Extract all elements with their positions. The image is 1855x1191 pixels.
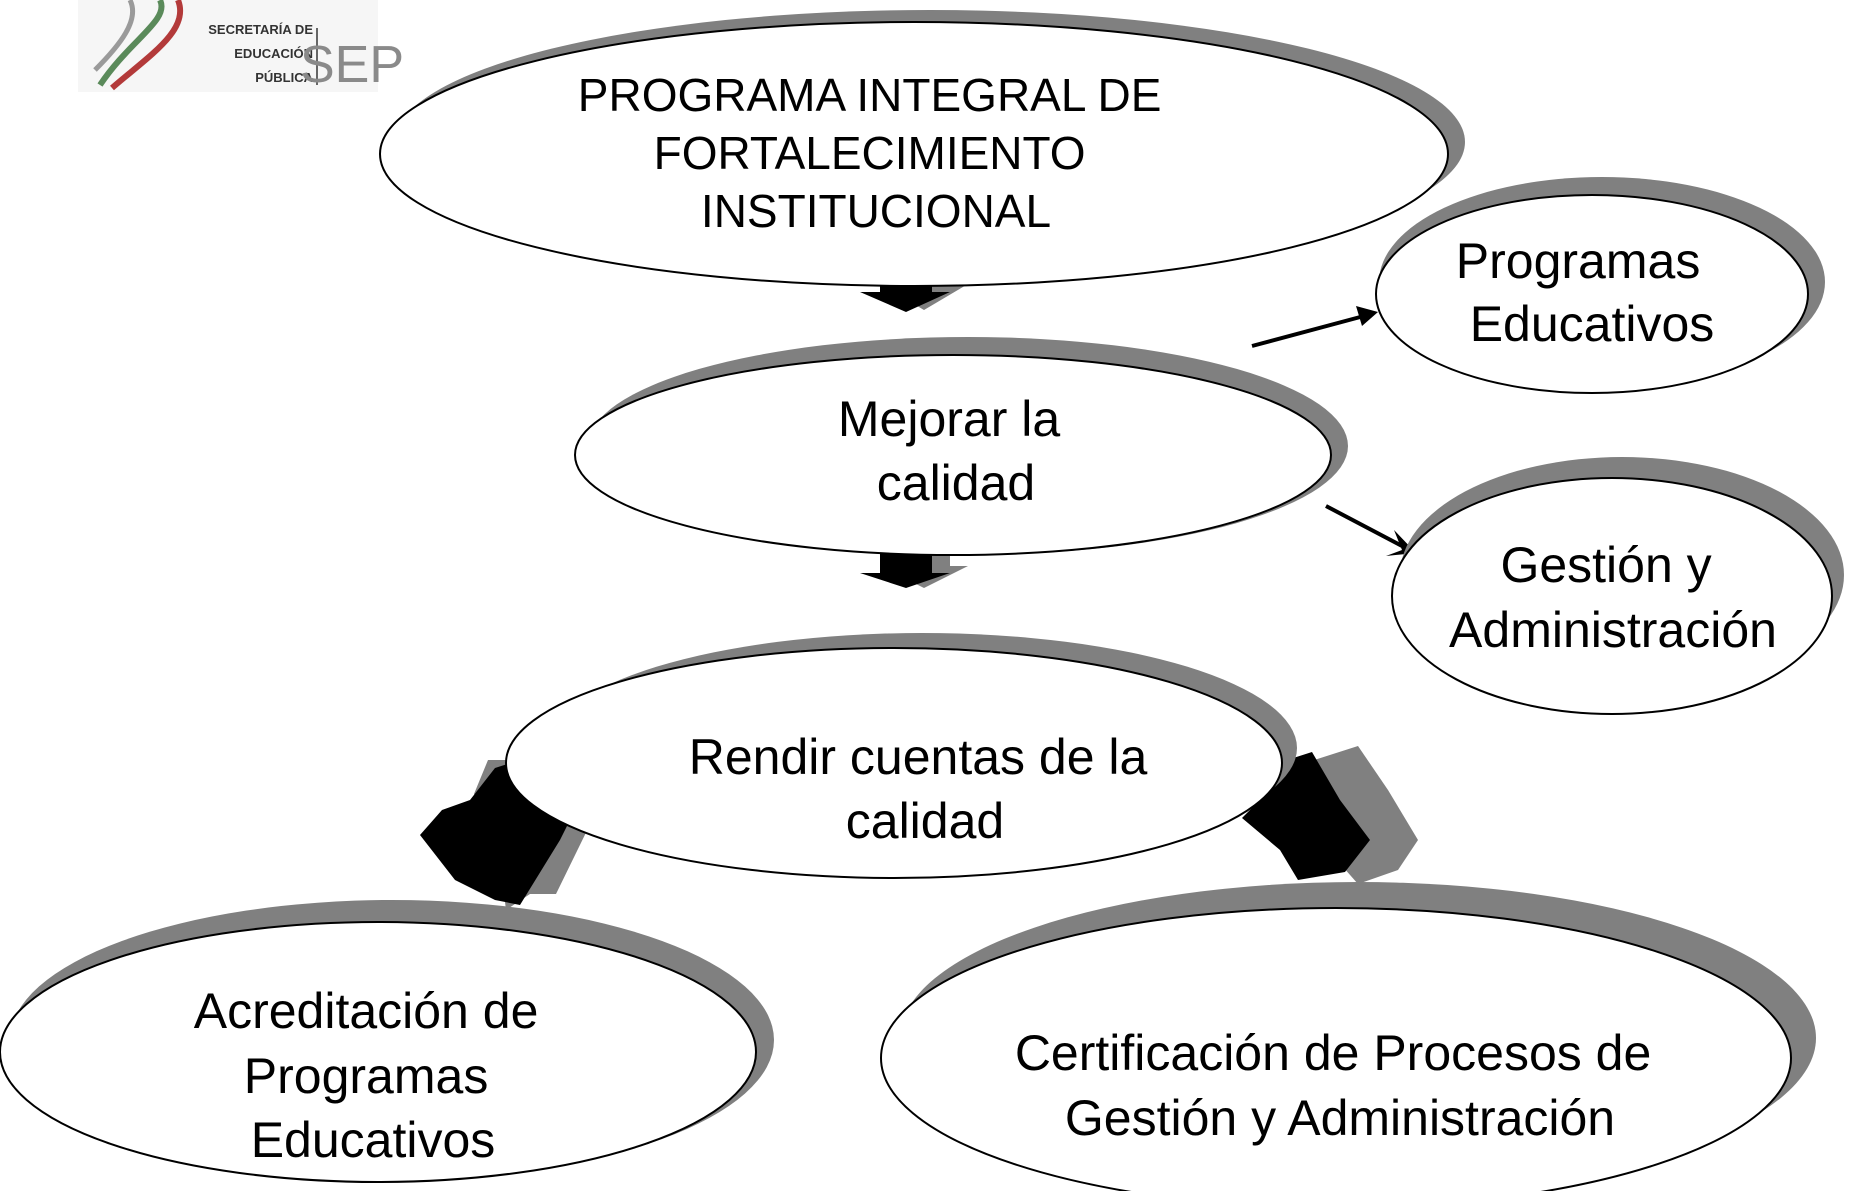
accountability-line-1: Rendir cuentas de la (689, 729, 1148, 785)
accountability-line-2: calidad (846, 793, 1004, 849)
management-admin-line-1: Gestión y (1500, 537, 1711, 593)
certification-line-2: Gestión y Administración (1065, 1090, 1615, 1146)
node-certification: Certificación de Procesos de Gestión y A… (880, 882, 1816, 1191)
svg-text:PROGRAMA INTEGRAL DE FOR: PROGRAMA INTEGRAL DE FORTALECIMIENTO INS… (578, 69, 1174, 237)
logo-acronym: SEP (300, 36, 404, 94)
line-to-educational-programs (1251, 306, 1378, 348)
svg-text:Certificación de Procesos de: Certificación de Procesos de Gestión y A… (1015, 1025, 1665, 1146)
improve-quality-line-1: Mejorar la (838, 391, 1060, 447)
main-program-line-3: INSTITUCIONAL (701, 185, 1051, 237)
svg-text:Mejorar la calidad: Mejorar la calidad (838, 391, 1074, 511)
main-program-line-1: PROGRAMA INTEGRAL DE (578, 69, 1162, 121)
accreditation-line-1: Acreditación de (194, 983, 539, 1039)
logo-line-1: SECRETARÍA DE (208, 22, 313, 37)
sep-logo: SECRETARÍA DE EDUCACIÓN PÚBLICA SEP (78, 0, 404, 94)
node-management-admin: Gestión y Administración (1391, 457, 1844, 715)
line-to-management (1325, 504, 1416, 556)
certification-line-1: Certificación de Procesos de (1015, 1025, 1651, 1081)
svg-text:Acreditación de Programa: Acreditación de Programas Educativos (194, 983, 553, 1168)
logo-line-2: EDUCACIÓN (234, 46, 313, 61)
logo-emblem-icon (78, 0, 378, 92)
svg-text:Rendir cuentas de la cal: Rendir cuentas de la calidad (689, 729, 1162, 849)
logo-line-3: PÚBLICA (255, 70, 313, 85)
accreditation-line-3: Educativos (251, 1112, 496, 1168)
main-program-line-2: FORTALECIMIENTO (654, 127, 1086, 179)
educational-programs-line-2: Educativos (1470, 296, 1715, 352)
node-accreditation: Acreditación de Programas Educativos (0, 900, 774, 1183)
educational-programs-line-1: Programas (1456, 233, 1701, 289)
svg-text:Gestión y Administración: Gestión y Administración (1449, 537, 1777, 658)
node-accountability: Rendir cuentas de la calidad (505, 633, 1297, 879)
improve-quality-line-2: calidad (877, 455, 1035, 511)
management-admin-line-2: Administración (1449, 602, 1777, 658)
node-improve-quality: Mejorar la calidad (574, 337, 1348, 556)
node-educational-programs: Programas Educativos (1375, 177, 1825, 394)
node-main-program: PROGRAMA INTEGRAL DE FORTALECIMIENTO INS… (379, 10, 1465, 287)
accreditation-line-2: Programas (244, 1048, 489, 1104)
svg-text:Programas Educativos: Programas Educativos (1456, 233, 1715, 352)
